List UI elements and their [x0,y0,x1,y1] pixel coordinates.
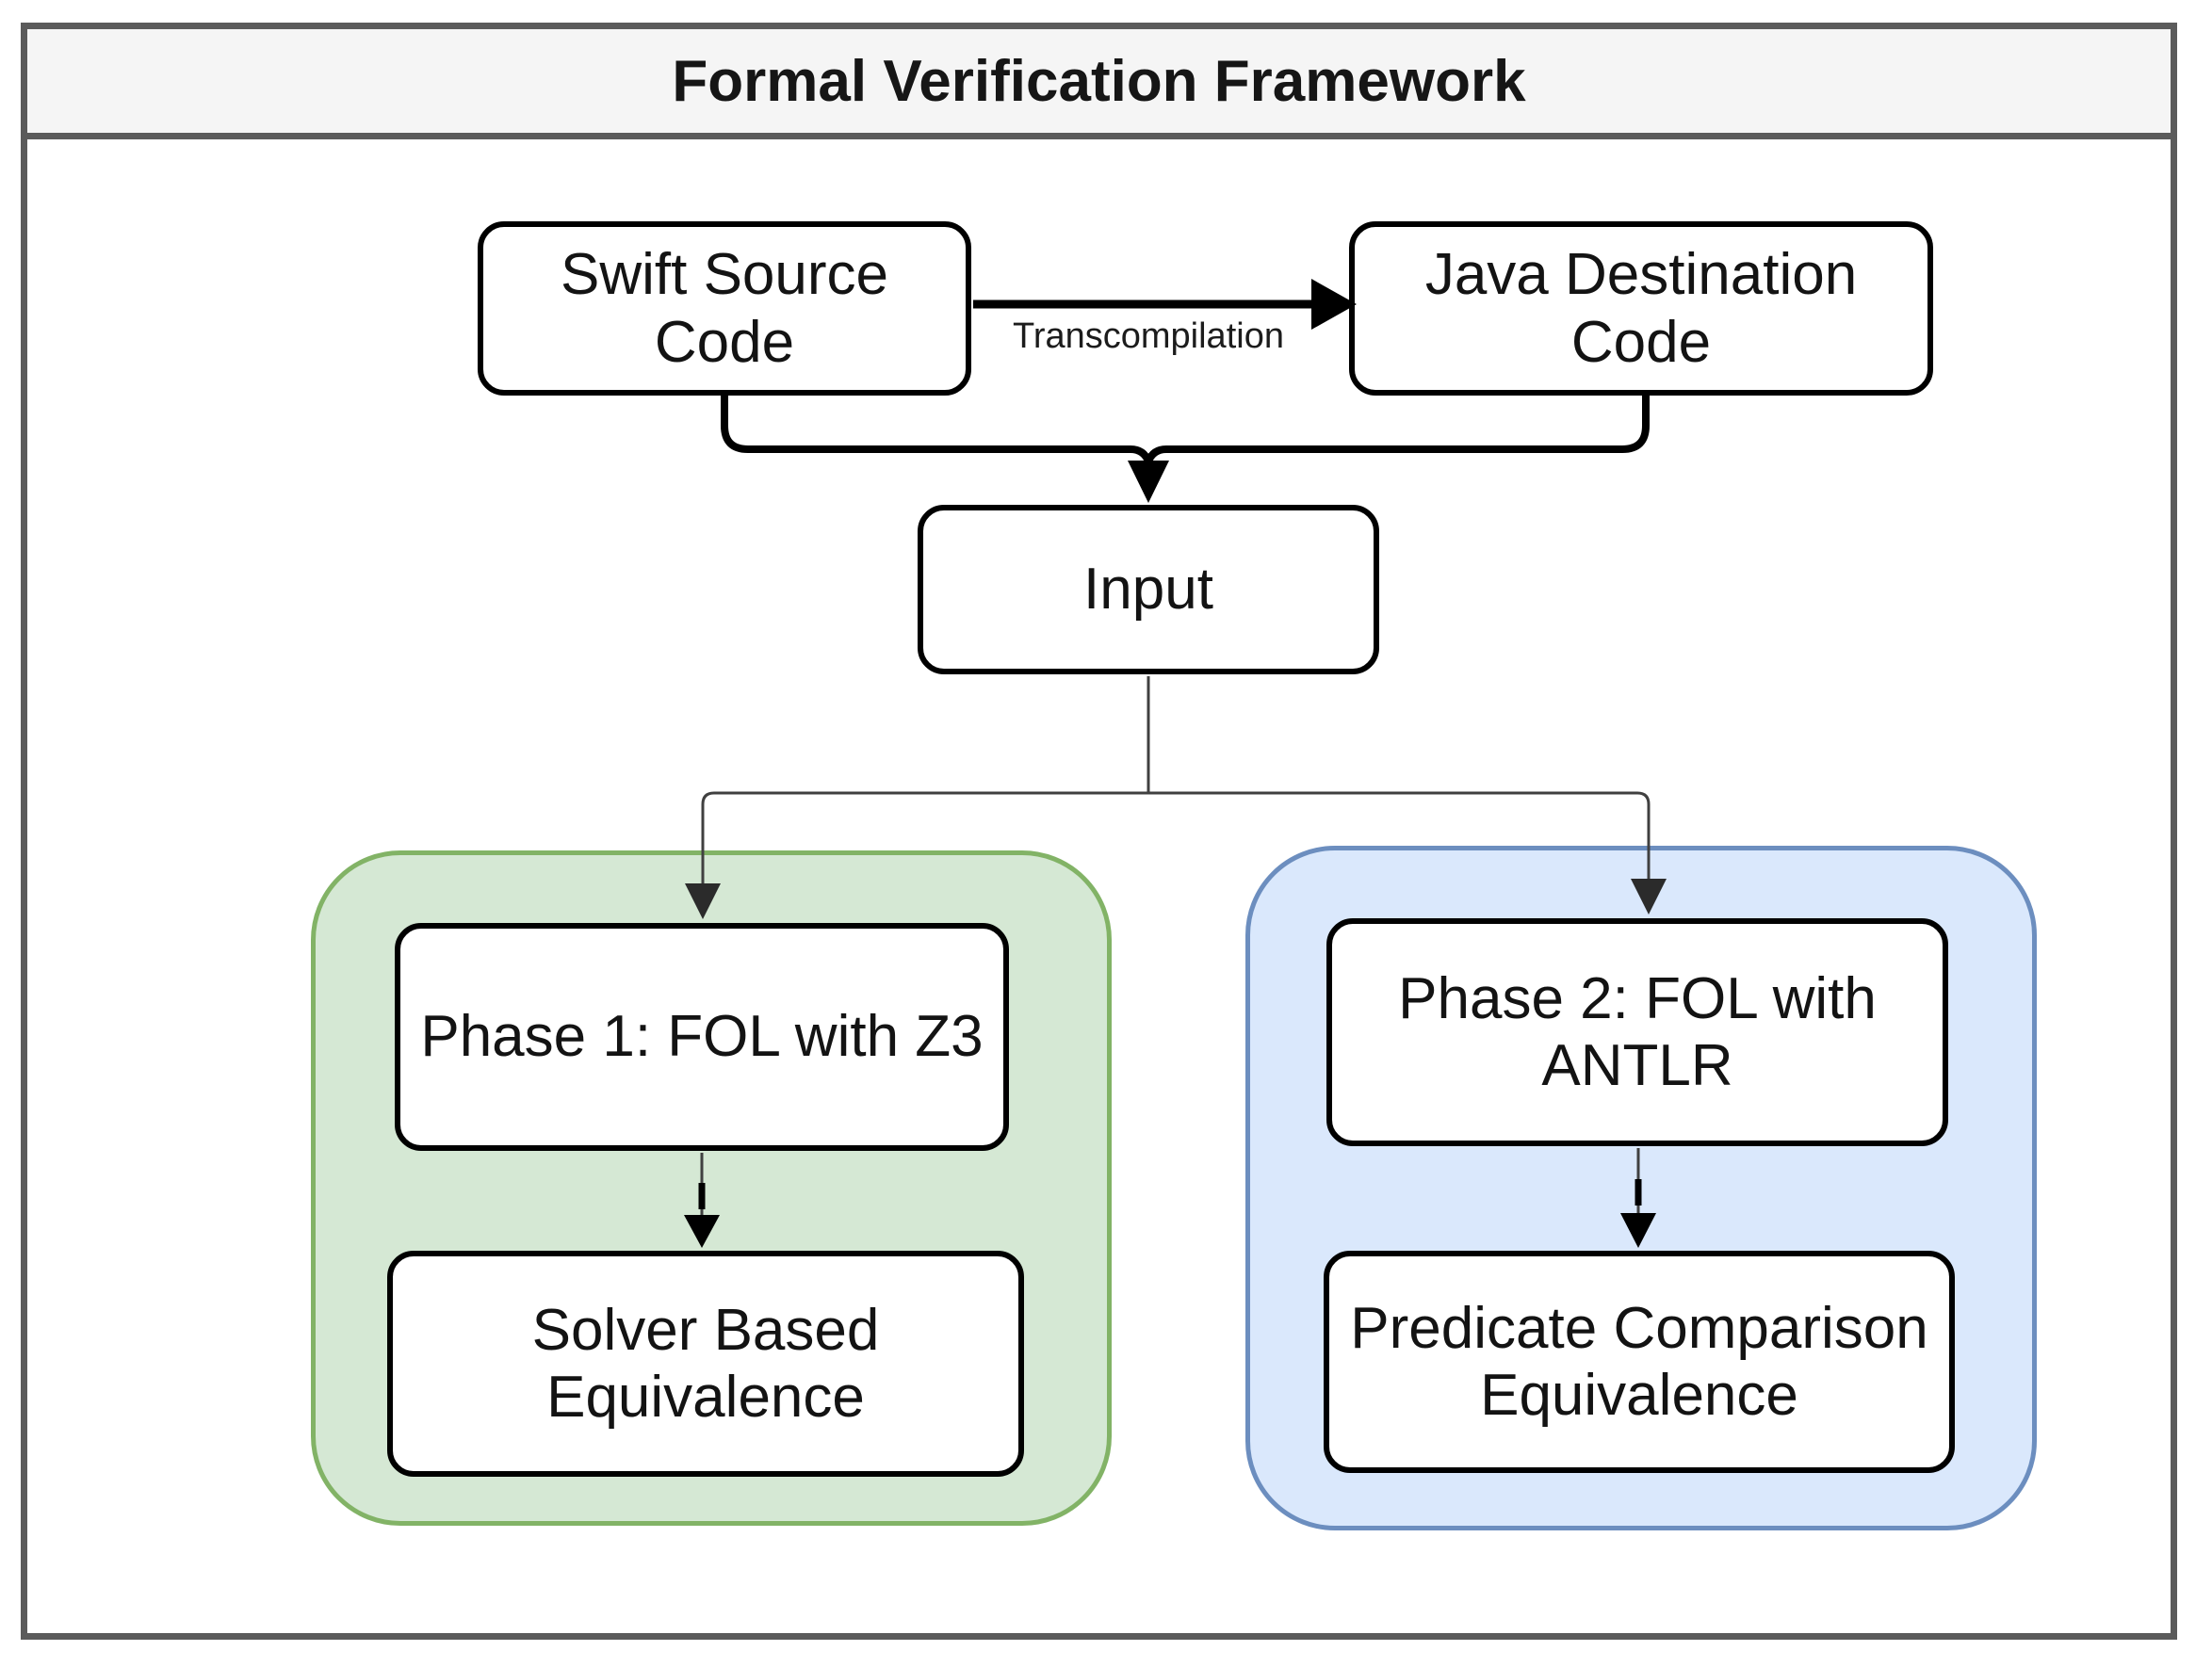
node-phase1-fol-with-z3: Phase 1: FOL with Z3 [395,923,1009,1151]
node-predicate-label: Predicate Comparison Equivalence [1350,1295,1928,1428]
node-swift-source-code-label: Swift Source Code [560,242,889,375]
node-java-destination-code-label: Java Destination Code [1424,242,1858,375]
diagram-title: Formal Verification Framework [672,48,1526,114]
node-input: Input [918,505,1379,674]
node-phase2-fol-with-antlr: Phase 2: FOL with ANTLR [1326,918,1948,1146]
edge-label-transcompilation: Transcompilation [1013,316,1284,356]
node-input-label: Input [1083,557,1213,623]
framework-titlebar: Formal Verification Framework [21,23,2177,139]
node-java-destination-code: Java Destination Code [1349,221,1933,396]
node-predicate-comparison-equivalence: Predicate Comparison Equivalence [1324,1251,1955,1473]
node-solver-label: Solver Based Equivalence [531,1297,880,1430]
node-swift-source-code: Swift Source Code [478,221,971,396]
node-solver-based-equivalence: Solver Based Equivalence [387,1251,1024,1477]
node-phase2-label: Phase 2: FOL with ANTLR [1398,965,1877,1098]
node-phase1-label: Phase 1: FOL with Z3 [420,1004,984,1070]
